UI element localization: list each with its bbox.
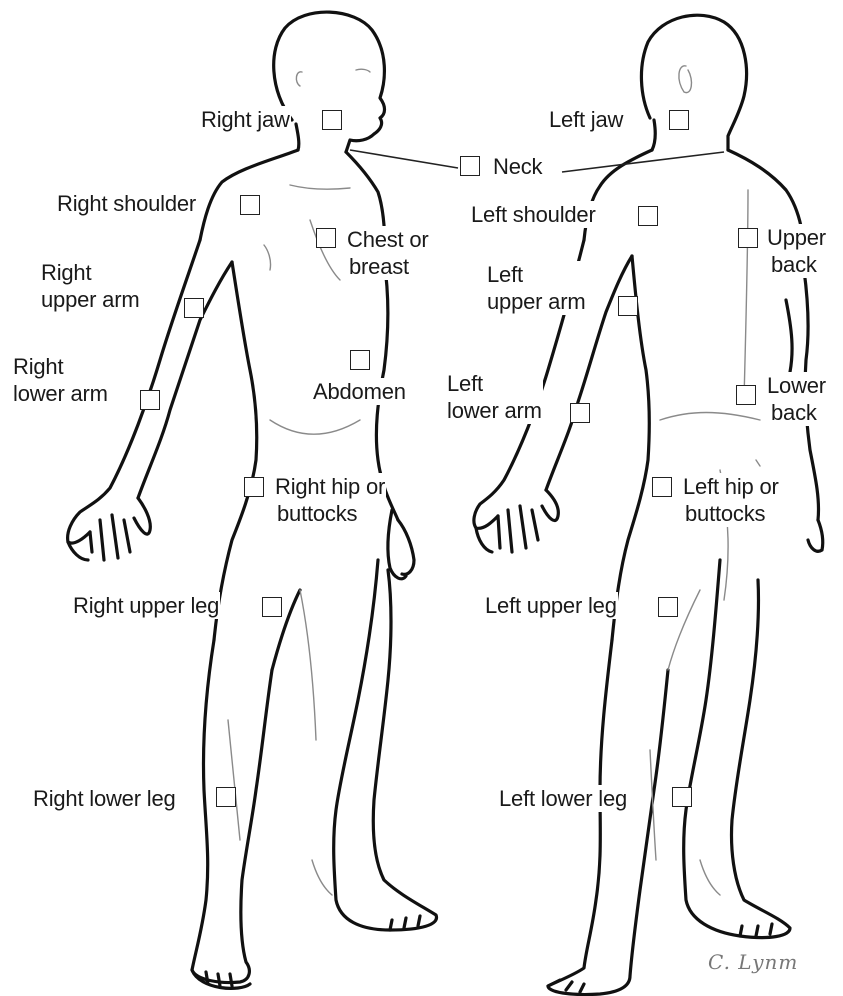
label-neck: Neck (492, 153, 543, 180)
label-right-lower-arm-line2: lower arm (13, 380, 108, 407)
checkbox-left-upper-leg[interactable] (658, 597, 678, 617)
label-left-upper-arm: Left upper arm (486, 261, 586, 315)
label-chest-line1: Chest or (347, 226, 429, 253)
label-lower-back-line1: Lower (767, 372, 826, 399)
label-left-hip-line2: buttocks (683, 500, 779, 527)
label-left-shoulder: Left shoulder (470, 201, 597, 228)
checkbox-abdomen[interactable] (350, 350, 370, 370)
label-left-hip-line1: Left hip or (683, 473, 779, 500)
checkbox-left-lower-arm[interactable] (570, 403, 590, 423)
checkbox-right-lower-leg[interactable] (216, 787, 236, 807)
label-left-lower-arm-line1: Left (447, 370, 542, 397)
checkbox-right-hip[interactable] (244, 477, 264, 497)
label-right-jaw: Right jaw (200, 106, 291, 133)
label-left-lower-leg: Left lower leg (498, 785, 628, 812)
label-right-lower-leg: Right lower leg (32, 785, 177, 812)
checkbox-right-lower-arm[interactable] (140, 390, 160, 410)
label-left-lower-arm-line2: lower arm (447, 397, 542, 424)
label-right-hip-line1: Right hip or (275, 473, 385, 500)
label-right-hip: Right hip or buttocks (274, 473, 386, 527)
label-abdomen: Abdomen (312, 378, 407, 405)
label-upper-back: Upper back (766, 224, 827, 278)
artist-signature: C. Lynm (708, 950, 798, 974)
checkbox-left-hip[interactable] (652, 477, 672, 497)
checkbox-chest[interactable] (316, 228, 336, 248)
checkbox-left-shoulder[interactable] (638, 206, 658, 226)
label-left-upper-arm-line2: upper arm (487, 288, 585, 315)
label-right-lower-arm-line1: Right (13, 353, 108, 380)
label-left-jaw: Left jaw (548, 106, 624, 133)
label-left-lower-arm: Left lower arm (446, 370, 543, 424)
checkbox-left-jaw[interactable] (669, 110, 689, 130)
label-right-lower-arm: Right lower arm (12, 353, 109, 407)
checkbox-lower-back[interactable] (736, 385, 756, 405)
label-right-hip-line2: buttocks (275, 500, 385, 527)
checkbox-right-upper-leg[interactable] (262, 597, 282, 617)
label-left-upper-leg: Left upper leg (484, 592, 618, 619)
label-right-upper-leg: Right upper leg (72, 592, 220, 619)
label-lower-back: Lower back (766, 372, 827, 426)
checkbox-left-upper-arm[interactable] (618, 296, 638, 316)
checkbox-neck[interactable] (460, 156, 480, 176)
checkbox-right-jaw[interactable] (322, 110, 342, 130)
label-lower-back-line2: back (767, 399, 826, 426)
label-chest-line2: breast (347, 253, 429, 280)
label-left-upper-arm-line1: Left (487, 261, 585, 288)
label-right-shoulder: Right shoulder (56, 190, 197, 217)
label-upper-back-line1: Upper (767, 224, 826, 251)
label-right-upper-arm-line1: Right (41, 259, 139, 286)
label-upper-back-line2: back (767, 251, 826, 278)
checkbox-left-lower-leg[interactable] (672, 787, 692, 807)
label-left-hip: Left hip or buttocks (682, 473, 780, 527)
checkbox-right-shoulder[interactable] (240, 195, 260, 215)
checkbox-right-upper-arm[interactable] (184, 298, 204, 318)
label-right-upper-arm-line2: upper arm (41, 286, 139, 313)
label-chest: Chest or breast (346, 226, 430, 280)
checkbox-upper-back[interactable] (738, 228, 758, 248)
label-right-upper-arm: Right upper arm (40, 259, 140, 313)
